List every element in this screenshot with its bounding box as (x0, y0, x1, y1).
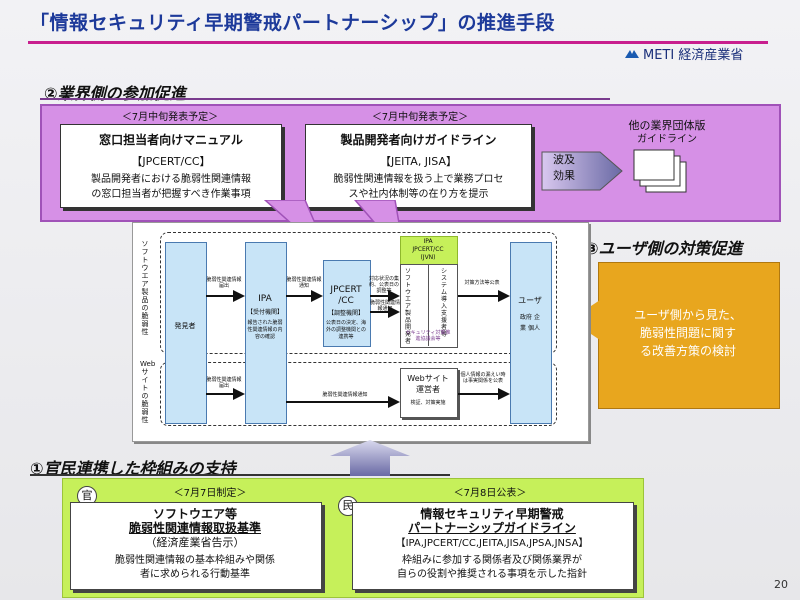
jpcert-role: 【調整機関】 (327, 310, 364, 317)
section1-underline (30, 474, 450, 476)
guideline-title: 製品開発者向けガイドライン (340, 133, 497, 147)
manual-desc-1: 製品開発者における脆弱性関連情報 (91, 174, 251, 185)
page-number: 20 (774, 578, 788, 591)
arrow-label-notify: 脆弱性関連情報通知 (286, 277, 322, 289)
standard-title-2: 脆弱性関連情報取扱基準 (128, 521, 261, 535)
meti-logo-icon (625, 50, 639, 58)
arrow-label-web-user: 個人情報の漏えい時は事実関係を公表 (460, 372, 506, 384)
arrow-label-jp-vendor: 対応状況の集約、公表日の調整等 (368, 276, 399, 294)
other-guideline-label-2: ガイドライン (637, 134, 697, 145)
user-measures-line-2: 脆弱性問題に関す (639, 326, 736, 340)
website-scope (160, 362, 557, 426)
arrow-label-report-1: 脆弱性関連情報届出 (206, 277, 242, 289)
ripple-label-2: 効果 (553, 169, 575, 182)
web-operator-sub: 検証、対策実施 (410, 400, 446, 406)
partnership-date: ＜7月8日公表＞ (453, 488, 527, 499)
manual-date: ＜7月中旬発表予定＞ (121, 112, 219, 123)
section2-underline (40, 98, 610, 100)
standard-desc-2: 者に求められる行動基準 (140, 569, 250, 580)
standard-sub: （経済産業省告示） (145, 536, 245, 549)
ipa-desc: 報告された脆弱性関連情報の内容の確認 (247, 320, 283, 340)
user-label: ユーザ (518, 296, 542, 305)
integrator-label: システム導入支援者等 (440, 268, 447, 338)
partnership-title-1: 情報セキュリティ早期警戒 (420, 507, 564, 521)
slide-title: 「情報セキュリティ早期警戒パートナーシップ」の推進手段 (30, 12, 555, 34)
jpcert-label-2: /CC (338, 296, 354, 306)
standard-date: ＜7月7日制定＞ (173, 488, 247, 499)
document-stack-icon (633, 149, 687, 193)
manual-desc-2: の窓口担当者が把握すべき作業事項 (91, 189, 251, 200)
user-measures-text: ユーザ側から見た、 脆弱性問題に関す る改善方策の検討 (598, 306, 778, 360)
partnership-title-2: パートナーシップガイドライン (408, 521, 576, 535)
meti-logo: METI 経済産業省 (625, 44, 785, 64)
guideline-box: 製品開発者向けガイドライン 【JEITA, JISA】 脆弱性関連情報を扱う上で… (305, 124, 532, 208)
ipa-label: IPA (258, 294, 272, 304)
ipa-jvn-label-3: (JVN) (420, 254, 436, 261)
vendor-divider (428, 264, 429, 346)
web-operator-label-1: Webサイト (407, 374, 449, 383)
manual-title: 窓口担当者向けマニュアル (99, 133, 243, 147)
standard-desc-1: 脆弱性関連情報の基本枠組みや関係 (115, 555, 275, 566)
meti-logo-text: METI 経済産業省 (643, 48, 744, 63)
ripple-label-1: 波及 (553, 153, 575, 166)
partnership-desc-1: 枠組みに参加する関係者及び関係業界が (402, 555, 582, 566)
standard-title-1: ソフトウエア等 (152, 507, 237, 521)
manual-box: 窓口担当者向けマニュアル 【JPCERT/CC】 製品開発者における脆弱性関連情… (60, 124, 282, 208)
user-measures-box (598, 262, 780, 409)
user-measures-line-1: ユーザ側から見た、 (634, 308, 742, 322)
title-divider (28, 41, 768, 44)
ipa-jvn-label-1: IPA (423, 238, 433, 245)
security-council-label: セキュリティ対策推進協議会等 (405, 330, 451, 342)
arrow-label-to-user: 対策方法等公表 (464, 280, 500, 286)
manual-org: 【JPCERT/CC】 (131, 155, 211, 168)
jpcert-desc: 公表日の決定、海外の調整機関との連携等 (325, 320, 366, 340)
discoverer-box (165, 242, 207, 424)
section2-heading: ②業界側の参加促進 (44, 84, 186, 103)
partnership-desc-2: 自らの役割や推奨される事項を示した指針 (397, 569, 587, 580)
software-scope (160, 232, 557, 354)
jpcert-box (323, 260, 371, 347)
user-types: 政府 企業 個人 (520, 314, 540, 332)
flow-arrows (206, 290, 510, 408)
user-box (510, 242, 552, 424)
vendor-box (400, 264, 458, 348)
partnership-box (352, 502, 634, 590)
user-measures-line-3: る改善方策の検討 (639, 344, 736, 358)
guideline-desc-1: 脆弱性関連情報を扱う上で業務プロセ (333, 174, 504, 185)
vendor-label: ソフトウエア製品開発者 (404, 268, 411, 345)
web-operator-label-2: 運営者 (416, 385, 440, 394)
side-label-web: Webサイトの脆弱性 (140, 360, 156, 424)
ipa-jvn-label-2: JPCERT/CC (412, 246, 444, 253)
guideline-date: ＜7月中旬発表予定＞ (371, 112, 469, 123)
arrow-label-report-2: 脆弱性関連情報届出 (206, 377, 242, 389)
arrow-label-ipa-jp: 脆弱性関連情報通知 (370, 300, 401, 312)
ripple-arrow-icon (541, 151, 623, 191)
guideline-org: 【JEITA, JISA】 (379, 155, 458, 168)
ipa-box (245, 242, 287, 424)
arrow-label-notify-2: 脆弱性関連情報通知 (322, 392, 368, 398)
section1-heading: ①官民連携した枠組みの支持 (30, 459, 236, 478)
ipa-role: 【受付機関】 (246, 309, 283, 316)
support-up-arrow-icon (330, 440, 410, 476)
side-label-software: ソフトウエア製品の脆弱性 (141, 240, 149, 336)
partnership-orgs: 【IPA,JPCERT/CC,JEITA,JISA,JPSA,JNSA】 (395, 538, 589, 549)
other-guideline-label-1: 他の業界団体版 (628, 119, 706, 132)
web-operator-box (400, 368, 458, 418)
standard-box (70, 502, 322, 590)
section3-heading: ③ユーザ側の対策促進 (585, 239, 743, 258)
guideline-desc-2: スや社内体制等の在り方を提示 (348, 189, 489, 200)
jpcert-label-1: JPCERT (330, 285, 362, 295)
discoverer-label: 発見者 (174, 322, 196, 330)
